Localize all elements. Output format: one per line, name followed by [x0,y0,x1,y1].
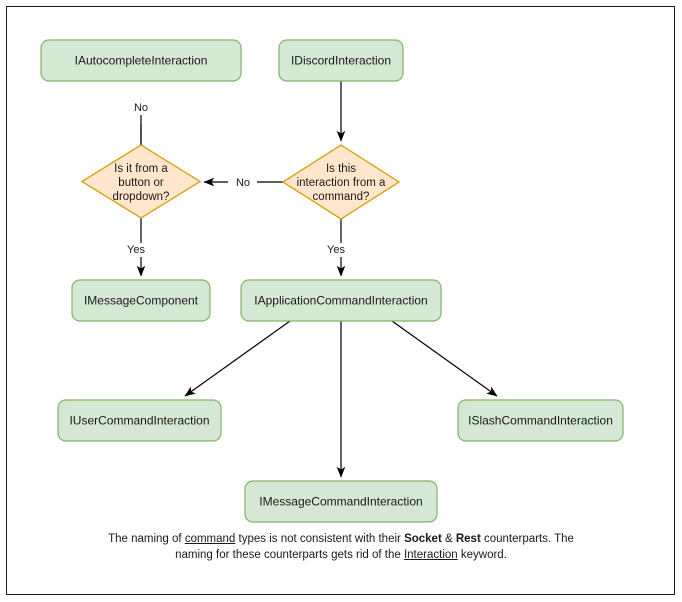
footnote-text: The naming of command types is not consi… [96,531,586,563]
node-message-component[interactable]: IMessageComponent [71,279,211,322]
edge-button-to-autocomplete: No [128,99,154,145]
footnote-bold-rest: Rest [455,533,481,545]
footnote-underline-interaction: Interaction [403,549,458,561]
node-user-command-interaction[interactable]: IUserCommandInteraction [57,399,222,442]
node-label-autocomplete: IAutocompleteInteraction [75,54,208,68]
node-autocomplete-interaction[interactable]: IAutocompleteInteraction [40,39,242,82]
decision-command-line1: Is this [326,163,356,175]
node-decision-button-or-dropdown[interactable]: Is it from a button or dropdown? [80,144,202,219]
edge-button-to-message-component: Yes [123,218,149,277]
decision-command-line3: command? [313,191,370,203]
edge-label-yes-right: Yes [327,244,345,256]
footnote-part1: The naming of [108,533,185,545]
node-slash-command-interaction[interactable]: ISlashCommandInteraction [457,399,624,442]
footnote-part3: & [441,533,456,545]
node-message-command-interaction[interactable]: IMessageCommandInteraction [244,480,438,523]
edge-app-to-slash-command [391,320,498,397]
node-label-slash-command: ISlashCommandInteraction [468,414,613,428]
decision-command-line2: interaction from a [297,177,386,189]
decision-button-line2: button or [118,177,164,189]
edge-label-no-left: No [236,177,250,189]
node-label-user-command: IUserCommandInteraction [69,414,209,428]
decision-button-line1: Is it from a [114,163,168,175]
edge-app-to-user-command [184,320,291,397]
node-decision-from-command[interactable]: Is this interaction from a command? [281,144,401,220]
node-label-message-command: IMessageCommandInteraction [259,495,422,509]
node-label-discord: IDiscordInteraction [291,54,391,68]
edge-decision-command-to-decision-button: No [203,175,283,190]
node-discord-interaction[interactable]: IDiscordInteraction [278,39,404,82]
footnote-part2: types is not consistent with their [235,533,405,545]
decision-button-line3: dropdown? [113,191,170,203]
edge-label-yes-left: Yes [127,244,145,256]
footnote-underline-command: command [184,533,236,545]
footnote-part5: keyword. [457,549,507,561]
edge-command-to-app-command: Yes [323,219,349,277]
footnote-bold-socket: Socket [404,533,442,545]
node-application-command-interaction[interactable]: IApplicationCommandInteraction [240,279,442,322]
node-label-message-component: IMessageComponent [84,294,199,308]
node-label-app-command: IApplicationCommandInteraction [254,294,427,308]
edge-label-no-up: No [134,102,148,114]
footnote-part4: counterparts. The naming for these count… [175,533,574,561]
